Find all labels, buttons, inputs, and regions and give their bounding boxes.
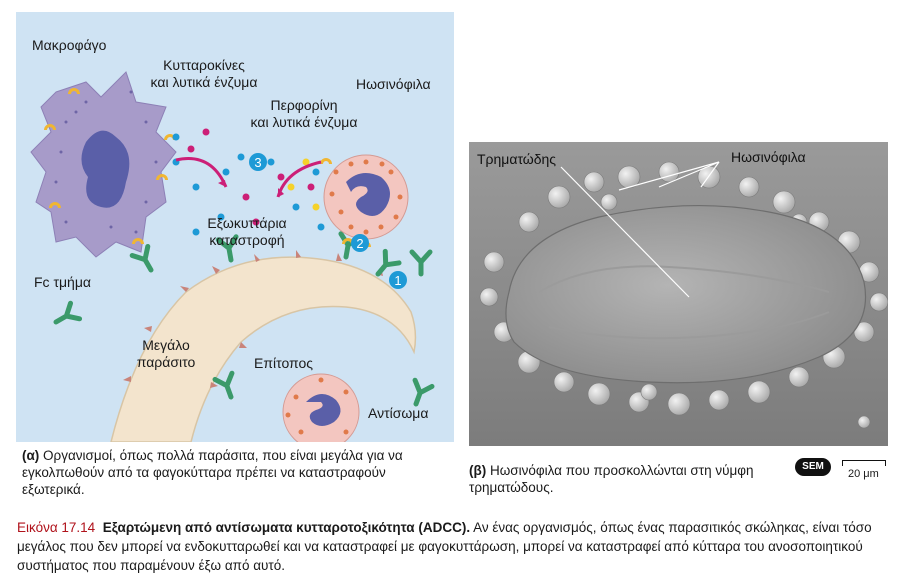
pointer-eosinophil-3 xyxy=(700,161,720,188)
figure-text: Αν ένας οργανισμός, όπως ένας παρασιτικό… xyxy=(17,520,872,573)
caption-b-tag: (β) xyxy=(469,463,487,478)
label-perforin: Περφορίνη και λυτικά ένζυμα xyxy=(234,97,374,131)
caption-a-tag: (α) xyxy=(22,448,40,463)
step-badge-1: 1 xyxy=(389,271,407,289)
figure-title: Εξαρτώμενη από αντίσωματα κυτταροτοξικότ… xyxy=(102,520,471,535)
label-eosinophils-photo: Ηωσινόφιλα xyxy=(731,149,806,165)
label-cytokines-line2: και λυτικά ένζυμα xyxy=(150,74,258,90)
caption-panel-b: (β) Ηωσινόφιλα που προσκολλώνται στη νύμ… xyxy=(469,462,789,496)
label-trematode: Τρηματώδης xyxy=(477,151,557,167)
eosinophil-cell-upper xyxy=(320,154,409,247)
step-badge-3: 3 xyxy=(249,153,267,171)
pointer-eosinophil-2 xyxy=(658,161,720,188)
sem-image xyxy=(469,142,888,446)
adcc-schematic: 3 2 1 xyxy=(30,71,454,442)
label-perforin-line2: και λυτικά ένζυμα xyxy=(250,114,358,130)
step-badge-2: 2 xyxy=(351,234,369,252)
eosinophil-cell-lower xyxy=(282,373,360,442)
figure-caption: Εικόνα 17.14 Εξαρτώμενη από αντίσωματα κ… xyxy=(17,518,887,575)
label-parasite-line2: παράσιτο xyxy=(136,354,196,370)
sem-badge: SEM xyxy=(795,458,831,476)
caption-panel-a: (α) Οργανισμοί, όπως πολλά παράσιτα, που… xyxy=(22,447,452,498)
eosinophil-cluster xyxy=(479,161,888,429)
caption-b-text: Ηωσινόφιλα που προσκολλώνται στη νύμφη τ… xyxy=(469,463,754,495)
label-extracellular-destruction: Εξωκυττάρια καταστροφή xyxy=(192,215,302,249)
svg-text:3: 3 xyxy=(254,155,261,170)
scale-bar-line xyxy=(842,460,886,466)
label-extracellular-line2: καταστροφή xyxy=(209,232,285,248)
macrophage-cell xyxy=(30,71,177,258)
panel-b-sem-photo: Τρηματώδης Ηωσινόφιλα xyxy=(469,142,888,446)
label-eosinophil: Ηωσινόφιλα xyxy=(356,76,431,92)
scale-bar: 20 μm xyxy=(842,458,886,480)
released-enzymes xyxy=(172,128,325,236)
svg-text:1: 1 xyxy=(394,273,401,288)
label-epitope: Επίτοπος xyxy=(254,355,314,371)
figure-number: Εικόνα 17.14 xyxy=(17,520,96,535)
parasite-body xyxy=(110,250,417,442)
label-large-parasite: Μεγάλο παράσιτο xyxy=(126,337,206,371)
pointer-eosinophil-1 xyxy=(618,161,720,191)
label-cytokines-line1: Κυτταροκίνες xyxy=(163,57,245,73)
pointer-trematode xyxy=(560,166,690,298)
label-cytokines: Κυτταροκίνες και λυτικά ένζυμα xyxy=(134,57,274,91)
label-perforin-line1: Περφορίνη xyxy=(270,97,338,113)
caption-a-text: Οργανισμοί, όπως πολλά παράσιτα, που είν… xyxy=(22,448,403,497)
label-fc-region: Fc τμήμα xyxy=(34,274,91,290)
label-extracellular-line1: Εξωκυττάρια xyxy=(207,215,287,231)
label-antibody: Αντίσωμα xyxy=(368,405,429,421)
svg-text:2: 2 xyxy=(356,236,363,251)
scale-bar-label: 20 μm xyxy=(848,468,879,480)
label-parasite-line1: Μεγάλο xyxy=(142,337,190,353)
panel-a-diagram: 3 2 1 Μακροφάγο Κυτταροκίνες και λυτικά … xyxy=(16,12,454,442)
label-macrophage: Μακροφάγο xyxy=(32,37,107,53)
